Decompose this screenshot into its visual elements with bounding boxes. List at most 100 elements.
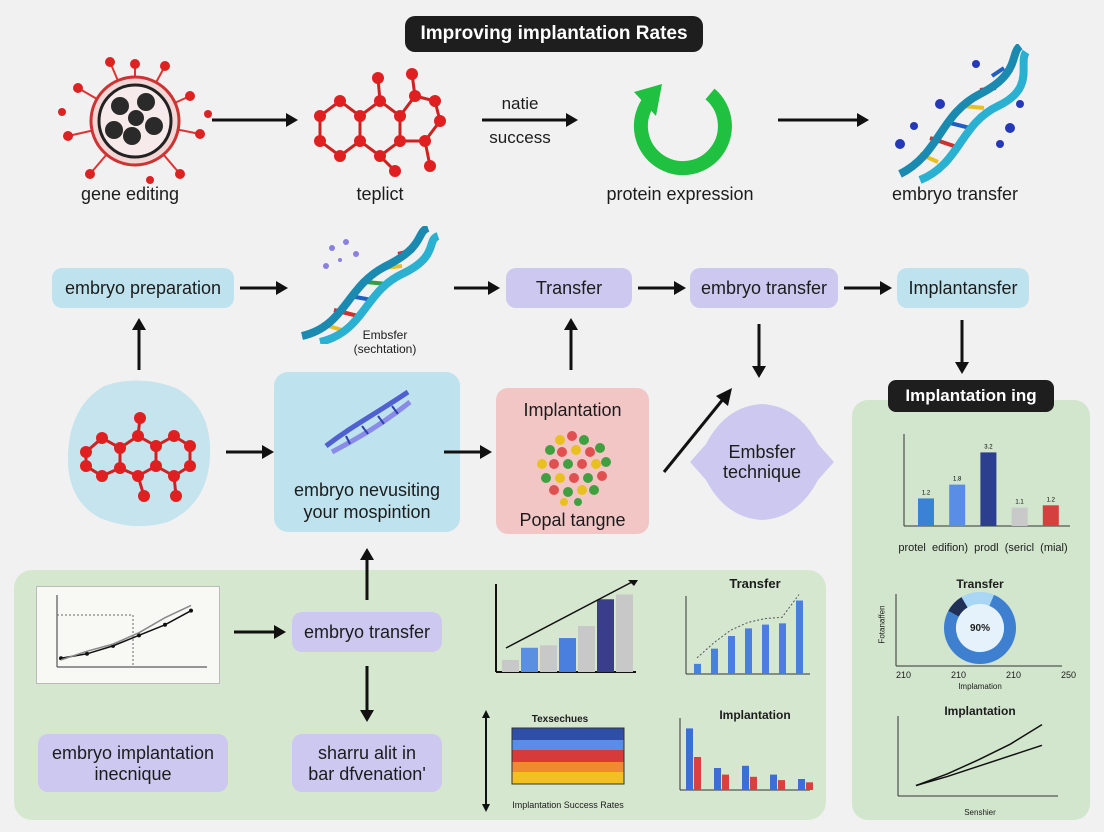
- line-chart-right-xlabel: Senshier: [964, 808, 996, 817]
- bar: [694, 663, 701, 674]
- bar: [745, 628, 752, 674]
- donut-slice: [944, 594, 1016, 664]
- teplict-label: teplict: [356, 184, 404, 204]
- heat-title: Texsechues: [531, 714, 589, 725]
- bar: [578, 625, 595, 672]
- arrow-down-icon: [752, 324, 766, 378]
- data-point: [137, 633, 141, 638]
- arrow-right-icon: [212, 113, 298, 127]
- bar: [742, 765, 749, 790]
- bar: [694, 757, 701, 790]
- blue-box-line-2: your mospintion: [303, 502, 431, 522]
- donut-x-tick: 250: [1060, 670, 1076, 680]
- bar: [806, 782, 813, 790]
- line-chart-right-title: Implantation: [944, 704, 1016, 718]
- diagram-title: Improving implantation Rates: [405, 16, 703, 52]
- donut-x-tick: 210: [896, 670, 912, 680]
- series-line: [60, 604, 192, 661]
- trend-line: [505, 581, 633, 649]
- pink-box-title: Implantation: [523, 400, 622, 420]
- data-point: [163, 622, 167, 627]
- arrow-label-bottom: success: [489, 128, 551, 147]
- trend-arrow-icon: [628, 580, 638, 586]
- series-line: [915, 723, 1043, 787]
- embryo-implantation-box: embryo implantation inecnique: [38, 734, 228, 792]
- bar: [714, 768, 721, 790]
- bar: [502, 659, 519, 672]
- arrow-right-icon: [240, 281, 288, 295]
- bar: [597, 599, 614, 672]
- bar: [1042, 505, 1059, 526]
- protein-expression-label: protein expression: [606, 184, 754, 204]
- dna-helix-icon: [300, 226, 440, 344]
- mid-box-line-1: sharru alit in: [317, 743, 417, 763]
- embryo-transfer-bottom-box: embryo transfer: [292, 612, 442, 652]
- donut-title: Transfer: [956, 577, 1004, 591]
- arrow-down-icon: [360, 666, 374, 722]
- series-line: [60, 610, 192, 659]
- dna-caption-2: (sechtation): [353, 342, 417, 356]
- bar: [762, 624, 769, 674]
- dna-strand-icon: [324, 389, 412, 455]
- heat-caption: Implantation Success Rates: [512, 800, 624, 810]
- bar-chart-transfer: [685, 594, 810, 675]
- donut-hole: [956, 604, 1004, 652]
- bar: [796, 600, 803, 674]
- band-3: [512, 750, 624, 762]
- bar: [711, 648, 718, 674]
- molecule-blob-icon: [67, 380, 211, 527]
- line-chart-svg: [56, 595, 207, 668]
- donut-x-ticks: 210 210 210 250: [896, 670, 1076, 680]
- donut-x-tick: 210: [950, 670, 967, 680]
- donut-x-tick: 210: [1005, 670, 1021, 680]
- arrow-right-icon: [454, 281, 500, 295]
- implantation-pink-box: Implantation Popal tangne: [496, 388, 649, 534]
- gene-editing-label: gene editing: [80, 184, 180, 204]
- arrow-up-icon: [564, 318, 578, 370]
- arrow-label-top: natie: [501, 94, 539, 113]
- donut-chart: [895, 592, 1062, 667]
- stacked-band-chart: [482, 710, 625, 812]
- arrow-down-icon: [955, 320, 969, 374]
- arrow-right-icon: [234, 625, 286, 639]
- arrow-right-icon: [844, 281, 892, 295]
- bar-chart-2-title: Transfer: [729, 576, 781, 591]
- blue-box-line-1: embryo nevusiting: [293, 480, 441, 500]
- band-1: [512, 728, 624, 740]
- data-point: [189, 608, 193, 613]
- bar-data-label: 1.8: [953, 477, 962, 483]
- embryo-preparation-box: embryo preparation: [52, 268, 234, 308]
- bar: [770, 774, 777, 790]
- bar: [750, 776, 757, 790]
- bar: [949, 484, 966, 526]
- lavender-line-1: Embsfer: [728, 442, 796, 462]
- arrow-right-icon: [482, 113, 578, 127]
- bar: [778, 780, 785, 790]
- line-chart-small: [36, 586, 220, 684]
- molecule-icon: [314, 68, 446, 177]
- dna-caption-1: Embsfer: [362, 328, 408, 342]
- bar-chart-right-labels: protel edifion) prodl (sericl (mial): [898, 542, 1068, 554]
- bar-chart-implantation: [679, 718, 813, 791]
- bar: [1011, 507, 1028, 526]
- arrow-up-icon: [132, 318, 146, 370]
- embryo-transfer-top-label: embryo transfer: [891, 184, 1019, 204]
- bar-data-label: 3.2: [984, 444, 993, 450]
- band-4: [512, 762, 624, 772]
- implantsfer-box: Implantansfer: [897, 268, 1029, 308]
- lavender-line-2: technique: [722, 462, 802, 482]
- pink-box-caption: Popal tangne: [519, 510, 626, 530]
- bar: [980, 452, 997, 526]
- arrow-right-icon: [444, 445, 492, 459]
- transfer-box: Transfer: [506, 268, 632, 308]
- embryo-nevusiting-box: embryo nevusiting your mospintion: [274, 372, 460, 532]
- mid-box-line-2: bar dfvenation': [308, 764, 426, 784]
- bar: [616, 594, 633, 672]
- arrow-right-icon: [226, 445, 274, 459]
- bar-chart-techniques: [495, 580, 638, 673]
- bar-data-label: 1.2: [1047, 497, 1056, 503]
- bar: [722, 774, 729, 790]
- arrow-right-icon: [778, 113, 869, 127]
- right-panel-header: Implantation ing: [888, 380, 1054, 412]
- bar: [779, 623, 786, 674]
